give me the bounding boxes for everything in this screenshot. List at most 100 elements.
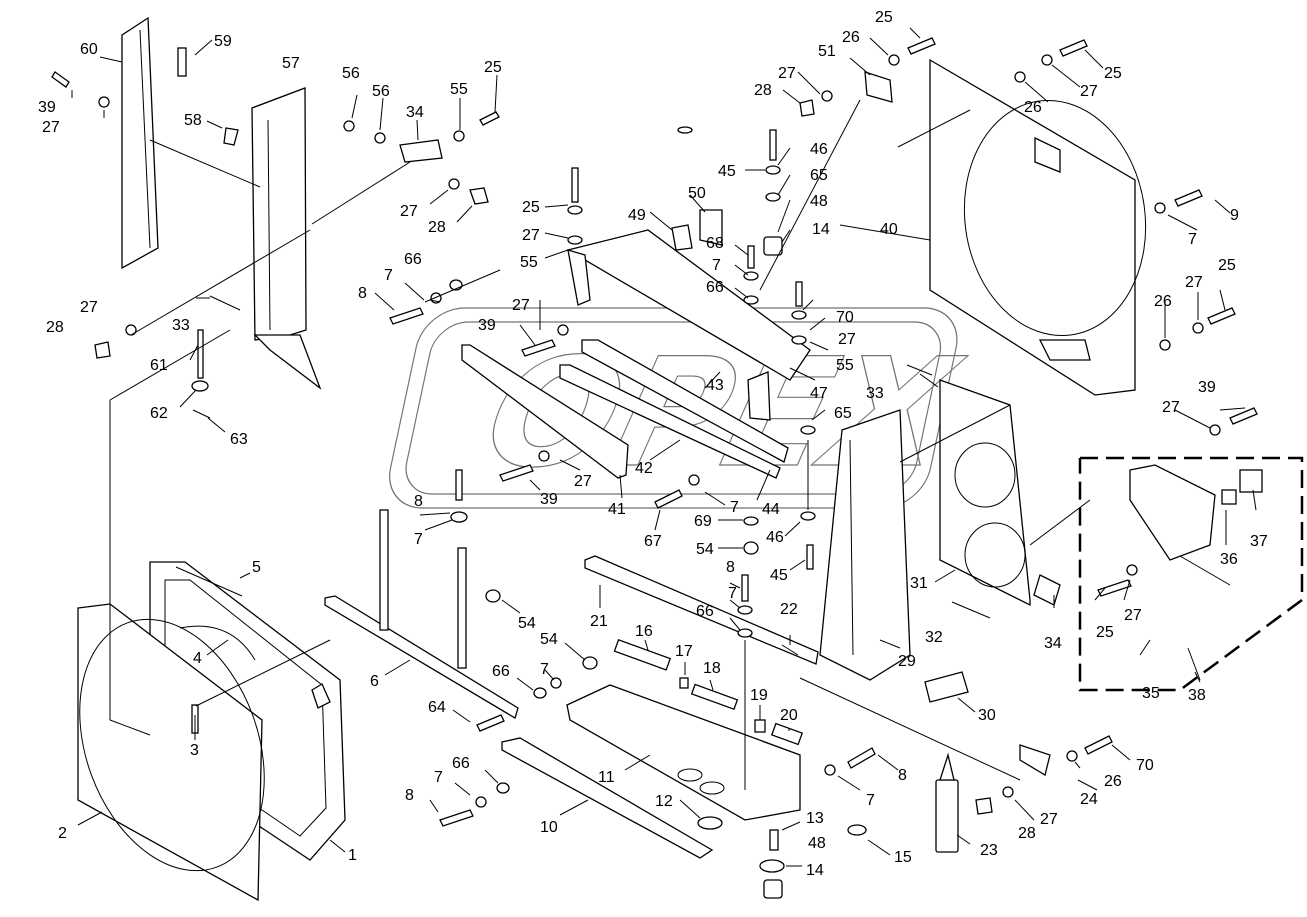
- callout-47: 47: [810, 385, 828, 402]
- callout-54: 54: [696, 541, 714, 558]
- callout-63: 63: [230, 431, 248, 448]
- callout-40: 40: [880, 221, 898, 238]
- callout-59: 59: [214, 33, 232, 50]
- callout-66: 66: [452, 755, 470, 772]
- callout-54: 54: [540, 631, 558, 648]
- callout-54: 54: [518, 615, 536, 632]
- callout-7: 7: [1188, 231, 1197, 248]
- callout-7: 7: [540, 661, 549, 678]
- callout-27: 27: [574, 473, 592, 490]
- callout-69: 69: [694, 513, 712, 530]
- callout-28: 28: [428, 219, 446, 236]
- callout-37: 37: [1250, 533, 1268, 550]
- callout-29: 29: [898, 653, 916, 670]
- callout-57: 57: [282, 55, 300, 72]
- callout-39: 39: [38, 99, 56, 116]
- callout-7: 7: [384, 267, 393, 284]
- callout-66: 66: [696, 603, 714, 620]
- mounting-bracket-part: [924, 671, 969, 703]
- callout-8: 8: [726, 559, 735, 576]
- callout-56: 56: [342, 65, 360, 82]
- callout-23: 23: [980, 842, 998, 859]
- callout-55: 55: [520, 254, 538, 271]
- callout-16: 16: [635, 623, 653, 640]
- callout-21: 21: [590, 613, 608, 630]
- lower-frame-part: [324, 509, 519, 719]
- callout-30: 30: [978, 707, 996, 724]
- callout-51: 51: [818, 43, 836, 60]
- callout-9: 9: [1230, 207, 1239, 224]
- callout-46: 46: [766, 529, 784, 546]
- callout-55: 55: [836, 357, 854, 374]
- callout-26: 26: [1154, 293, 1172, 310]
- callout-68: 68: [706, 235, 724, 252]
- callout-28: 28: [46, 319, 64, 336]
- callout-8: 8: [358, 285, 367, 302]
- callout-25-a: 25: [875, 9, 893, 26]
- callout-46: 46: [810, 141, 828, 158]
- callout-67: 67: [644, 533, 662, 550]
- callout-1: 1: [348, 847, 357, 864]
- pin-part: [177, 47, 239, 146]
- callout-36: 36: [1220, 551, 1238, 568]
- callout-33: 33: [172, 317, 190, 334]
- callout-66: 66: [706, 279, 724, 296]
- callout-66: 66: [492, 663, 510, 680]
- callout-48: 48: [808, 835, 826, 852]
- callout-27: 27: [838, 331, 856, 348]
- callout-27: 27: [1124, 607, 1142, 624]
- callout-13: 13: [806, 810, 824, 827]
- callout-62: 62: [150, 405, 168, 422]
- callout-26: 26: [1024, 99, 1042, 116]
- base-plate-part: [566, 684, 801, 821]
- callout-38: 38: [1188, 687, 1206, 704]
- callout-8: 8: [405, 787, 414, 804]
- callout-25: 25: [484, 59, 502, 76]
- callout-27: 27: [778, 65, 796, 82]
- callout-14: 14: [806, 862, 824, 879]
- callout-8: 8: [414, 493, 423, 510]
- callout-26: 26: [842, 29, 860, 46]
- callout-7: 7: [434, 769, 443, 786]
- callout-45: 45: [718, 163, 736, 180]
- callout-6: 6: [370, 673, 379, 690]
- callout-26: 26: [1104, 773, 1122, 790]
- callout-27: 27: [522, 227, 540, 244]
- callout-2: 2: [58, 825, 67, 842]
- sealing-strip-part: [501, 737, 714, 859]
- callout-58: 58: [184, 112, 202, 129]
- fastener-set: [51, 37, 1258, 899]
- callout-50: 50: [688, 185, 706, 202]
- callout-27: 27: [1040, 811, 1058, 828]
- callout-32: 32: [925, 629, 943, 646]
- callout-64: 64: [428, 699, 446, 716]
- callout-65: 65: [834, 405, 852, 422]
- block-part: [613, 638, 672, 671]
- side-cover-part: [939, 379, 1031, 607]
- callout-27: 27: [1080, 83, 1098, 100]
- callout-25: 25: [522, 199, 540, 216]
- callout-66: 66: [404, 251, 422, 268]
- shroud-plate-part: [77, 603, 265, 902]
- callout-7: 7: [866, 792, 875, 809]
- callout-27: 27: [42, 119, 60, 136]
- callout-34: 34: [1044, 635, 1062, 652]
- callout-61: 61: [150, 357, 168, 374]
- callout-11: 11: [598, 769, 615, 786]
- callout-39: 39: [478, 317, 496, 334]
- callout-44: 44: [762, 501, 780, 518]
- callout-60: 60: [80, 41, 98, 58]
- callout-27: 27: [1162, 399, 1180, 416]
- callout-7: 7: [730, 499, 739, 516]
- cross-member-part: [584, 555, 819, 665]
- callout-25: 25: [1096, 624, 1114, 641]
- top-bracket-part: [566, 209, 811, 421]
- callout-28: 28: [1018, 825, 1036, 842]
- callout-24: 24: [1080, 791, 1098, 808]
- detail-inset: [1078, 456, 1304, 692]
- callout-70: 70: [836, 309, 854, 326]
- fan-shroud-part: [929, 58, 1147, 396]
- callout-28: 28: [754, 82, 772, 99]
- callout-19: 19: [750, 687, 768, 704]
